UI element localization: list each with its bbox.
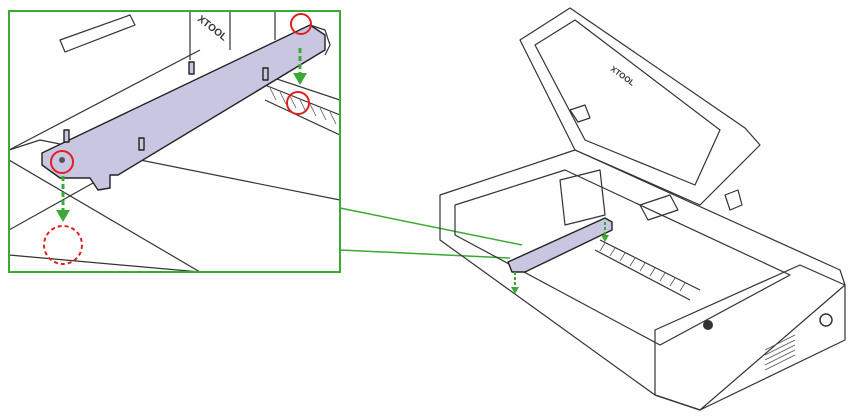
detail-inset: XTOOL xyxy=(8,10,341,273)
down-arrow-icon xyxy=(601,222,609,242)
power-button xyxy=(703,320,713,330)
work-area xyxy=(454,169,791,346)
vent-grille xyxy=(764,334,796,371)
inset-plate-tab xyxy=(309,24,331,56)
target-circle-icon xyxy=(43,225,83,265)
lid-hinges xyxy=(569,104,743,211)
machine-body xyxy=(439,149,846,411)
emergency-stop xyxy=(819,313,833,327)
lid-window xyxy=(534,19,721,186)
inset-bracket xyxy=(59,14,136,53)
highlight-circle-icon xyxy=(50,150,74,174)
laser-head xyxy=(559,169,679,226)
lid-xtool-logo: XTOOL xyxy=(609,64,637,87)
inset-rail xyxy=(249,69,340,136)
highlight-circle-icon xyxy=(290,13,312,35)
down-arrow-icon xyxy=(293,48,307,85)
inset-floor-lines xyxy=(9,139,340,272)
down-arrow-icon xyxy=(511,272,519,294)
front-panel xyxy=(654,264,846,411)
inset-bracket-plate xyxy=(41,24,326,191)
machine-rail xyxy=(594,239,701,301)
down-arrow-icon xyxy=(56,176,70,222)
laser-machine: XTOOL xyxy=(439,7,846,411)
rail-teeth xyxy=(599,242,686,292)
inset-xtool-logo: XTOOL xyxy=(195,14,229,44)
machine-bracket-plate xyxy=(507,217,613,273)
callout-leaders xyxy=(339,207,523,259)
highlight-circle-icon xyxy=(286,91,310,115)
machine-lid xyxy=(519,7,761,206)
inset-pins xyxy=(59,61,269,163)
inset-frame xyxy=(8,10,341,273)
inset-laser-head xyxy=(189,11,276,60)
